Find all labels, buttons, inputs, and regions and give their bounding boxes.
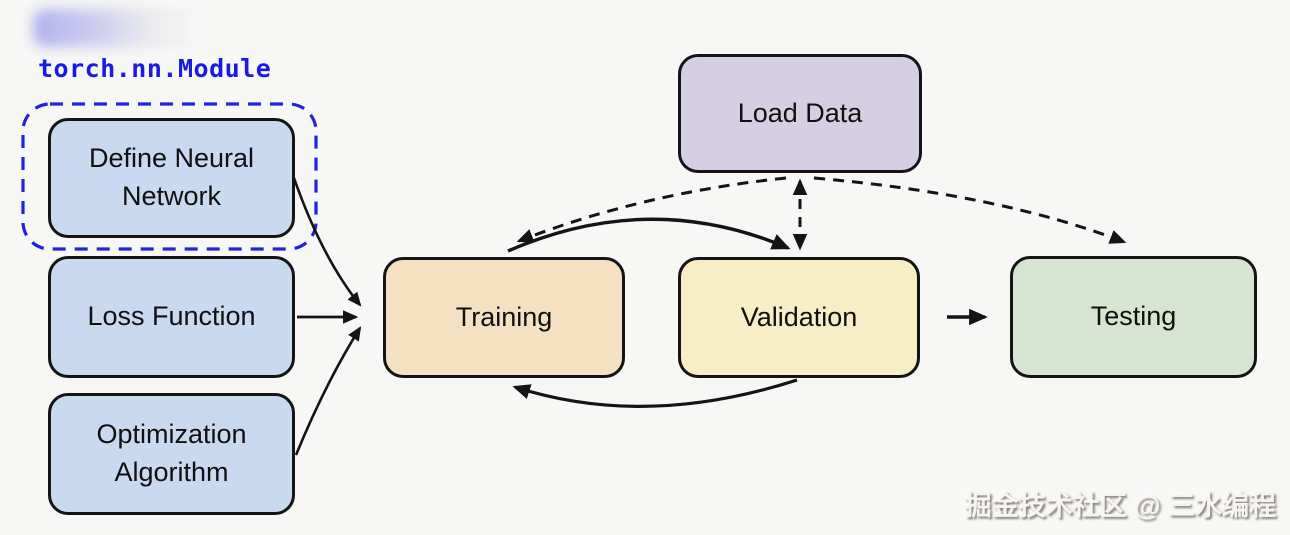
node-label: Loss Function (87, 301, 256, 332)
watermark-credit: 掘金技术社区 @ 三水编程 (964, 491, 1276, 521)
node-label: Load Data (737, 97, 863, 128)
node-load-data: Load Data (678, 54, 922, 173)
node-validation: Validation (678, 257, 920, 378)
node-label: Validation (740, 301, 858, 332)
node-training: Training (383, 257, 625, 378)
node-label: Training (455, 301, 553, 332)
node-label: Testing (1090, 301, 1177, 332)
node-define-neural-network: Define Neural Network (48, 118, 295, 238)
node-testing: Testing (1010, 256, 1257, 378)
blurred-watermark-blob (33, 9, 193, 47)
node-loss-function: Loss Function (48, 256, 295, 378)
node-label: Define Neural Network (88, 143, 255, 211)
torch-nn-module-label: torch.nn.Module (38, 54, 272, 83)
node-optimization-algorithm: Optimization Algorithm (48, 393, 295, 515)
node-label: Optimization Algorithm (96, 419, 247, 487)
module-highlight-dashed-box (21, 102, 318, 251)
